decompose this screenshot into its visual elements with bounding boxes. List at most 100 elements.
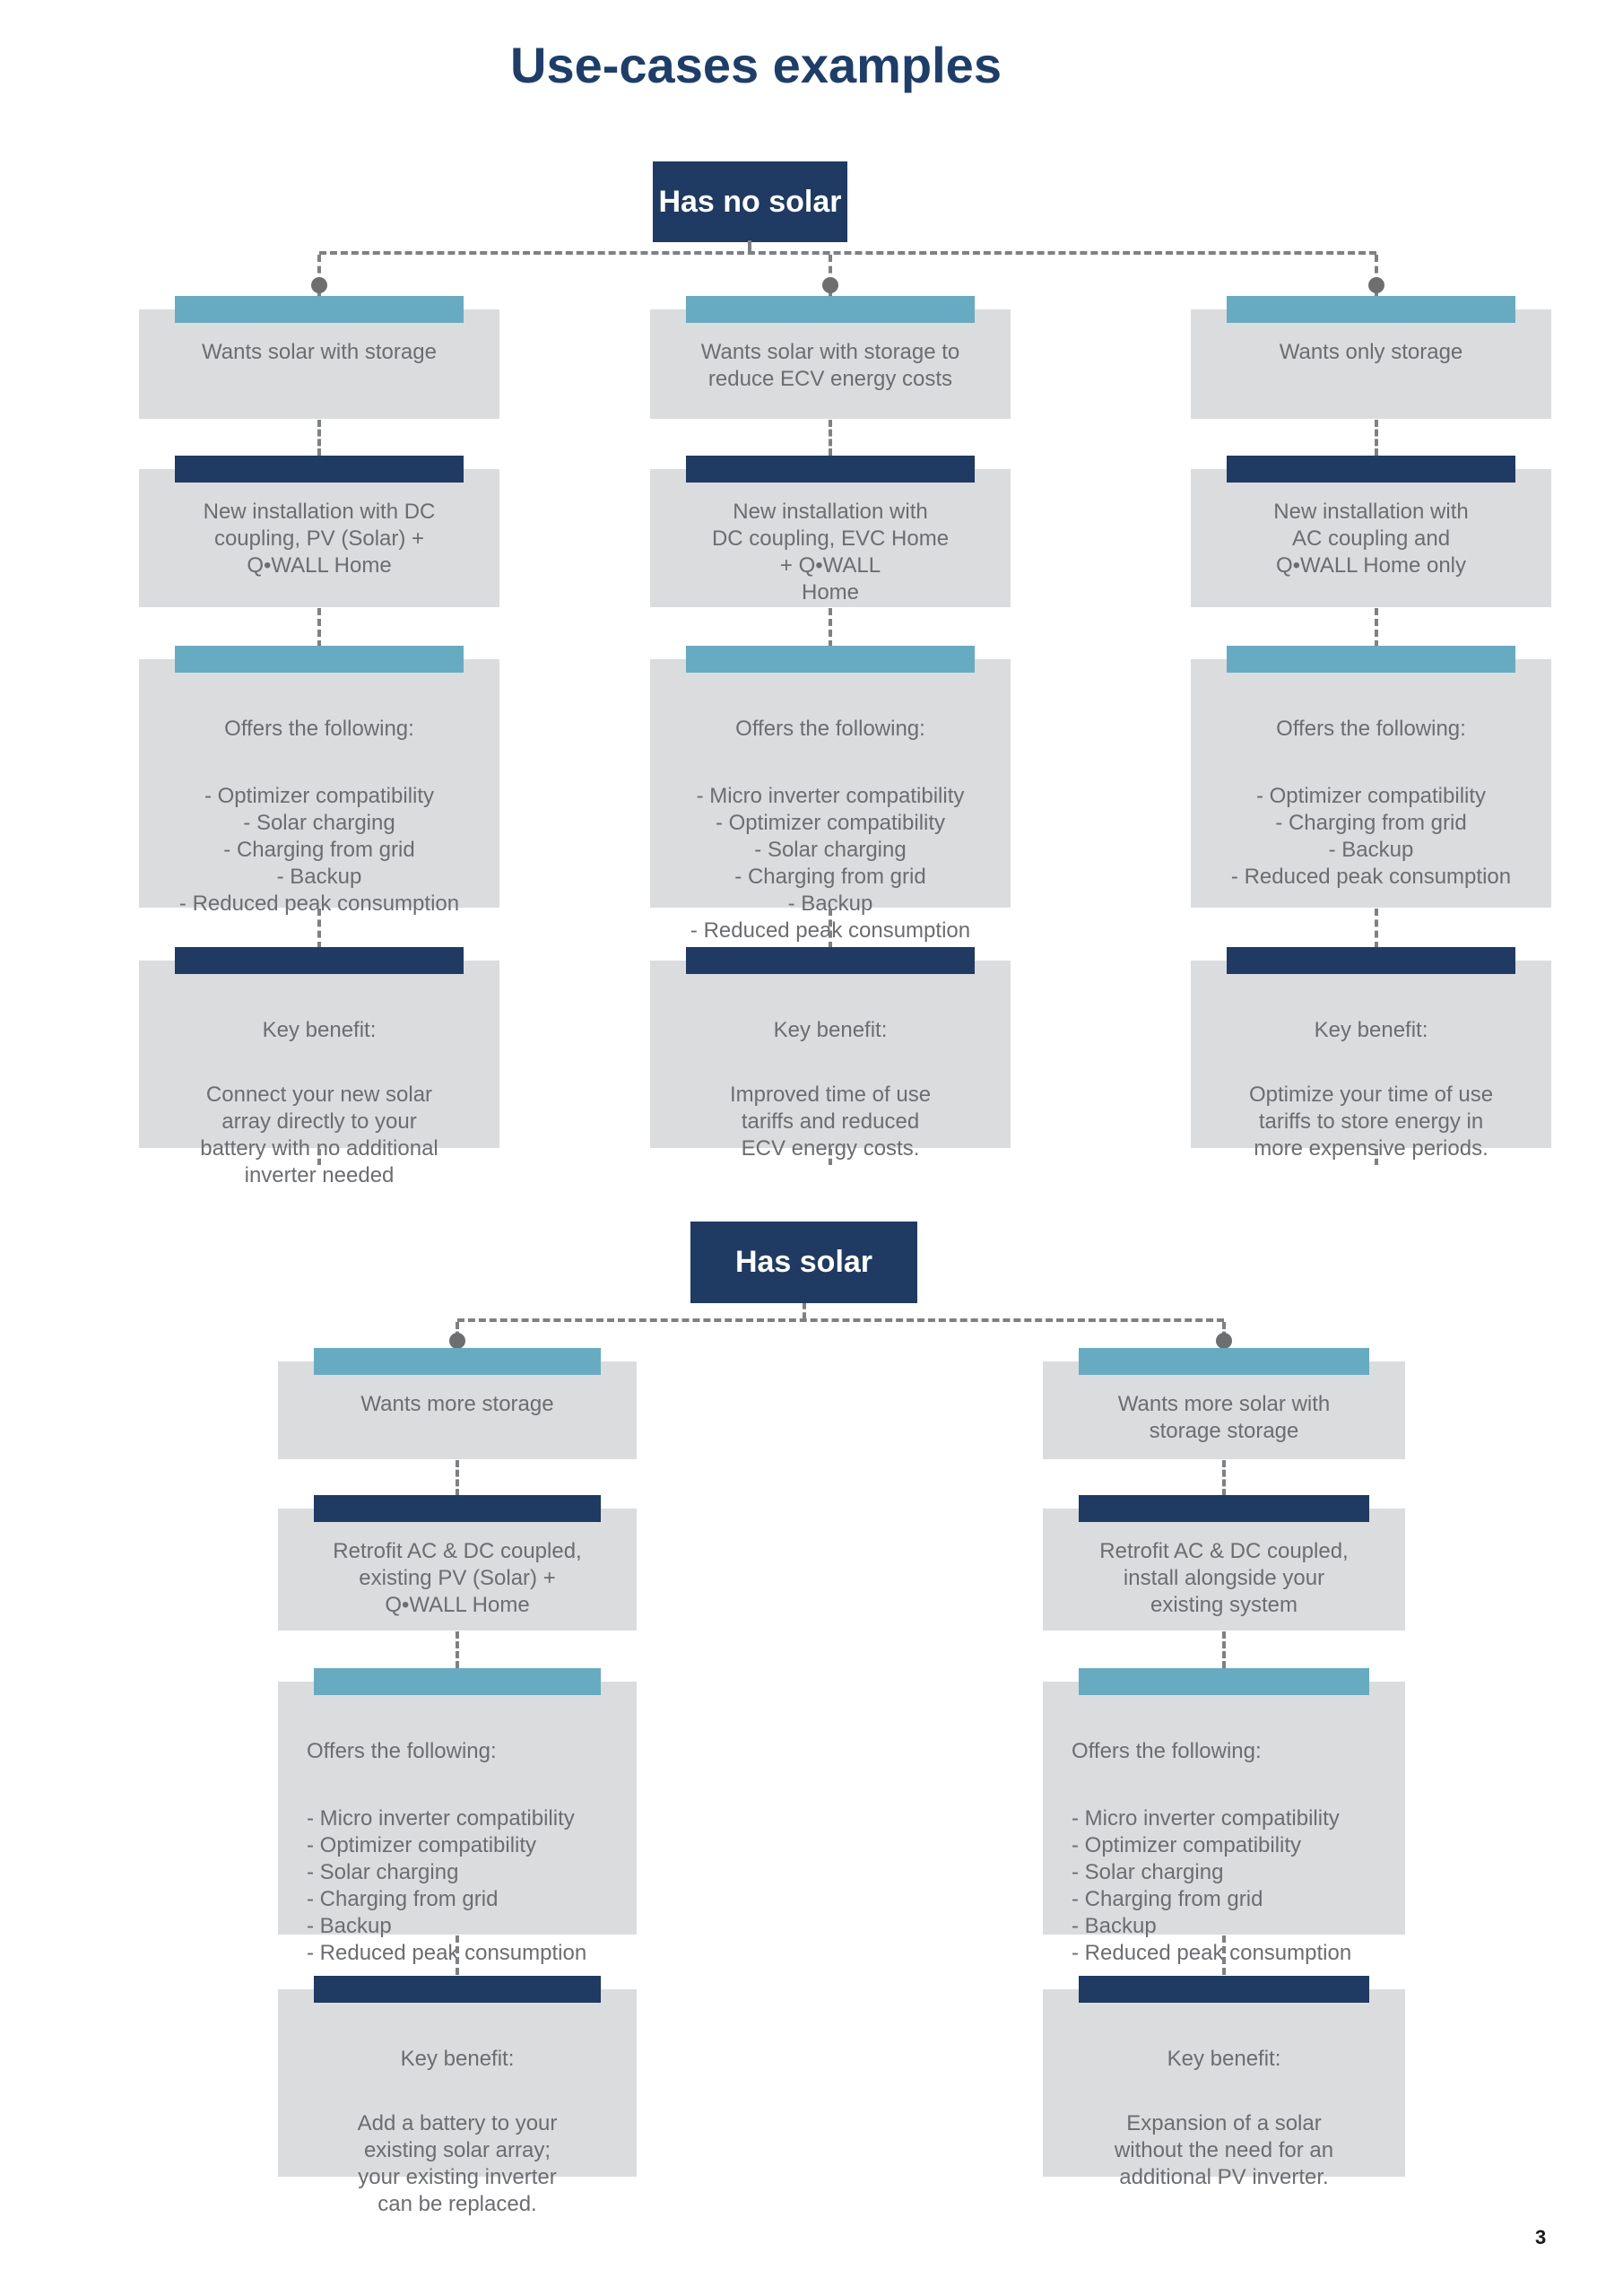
connector-line bbox=[829, 608, 832, 648]
connector-line bbox=[317, 909, 321, 949]
key-benefit-heading: Key benefit: bbox=[1167, 2047, 1281, 2071]
box-want: Wants more storage bbox=[278, 1348, 637, 1459]
box-tab bbox=[1227, 947, 1515, 974]
connector-dot bbox=[311, 277, 327, 293]
offer-item: - Solar charging bbox=[243, 811, 395, 835]
connector-line bbox=[1222, 1935, 1226, 1975]
connector-line bbox=[319, 251, 1376, 255]
page-number: 3 bbox=[1535, 2226, 1547, 2248]
section-header-has-solar: Has solar bbox=[690, 1222, 917, 1303]
box-tab bbox=[314, 1348, 601, 1375]
offer-item: - Optimizer compatibility bbox=[1072, 1833, 1302, 1857]
box-tab bbox=[686, 646, 975, 673]
box-installation: New installation with DC coupling, EVC H… bbox=[650, 456, 1011, 607]
box-text: Retrofit AC & DC coupled, install alongs… bbox=[1099, 1539, 1349, 1617]
offer-item: - Solar charging bbox=[754, 838, 907, 862]
box-tab bbox=[1227, 296, 1515, 323]
box-tab bbox=[1079, 1495, 1369, 1522]
connector-dot bbox=[1368, 277, 1384, 293]
offer-item: - Charging from grid bbox=[223, 838, 415, 862]
box-tab bbox=[175, 456, 464, 483]
box-tab bbox=[1079, 1668, 1369, 1695]
box-text: Wants only storage bbox=[1279, 340, 1463, 364]
connector-line bbox=[1375, 1149, 1378, 1165]
box-tab bbox=[314, 1668, 601, 1695]
box-tab bbox=[175, 296, 464, 323]
connector-line bbox=[829, 1149, 832, 1165]
offer-item: - Reduced peak consumption bbox=[307, 1941, 587, 1965]
box-want: Wants only storage bbox=[1191, 296, 1551, 419]
box-installation: Retrofit AC & DC coupled, existing PV (S… bbox=[278, 1495, 637, 1631]
offer-item: - Charging from grid bbox=[734, 865, 926, 889]
offers-heading: Offers the following: bbox=[307, 1739, 497, 1763]
key-benefit-text: Improved time of use tariffs and reduced… bbox=[729, 1083, 932, 1161]
box-text: Wants more storage bbox=[360, 1392, 554, 1416]
box-offers: Offers the following: - Micro inverter c… bbox=[278, 1668, 637, 1965]
offer-item: - Backup bbox=[307, 1914, 392, 1938]
box-tab bbox=[686, 456, 975, 483]
box-offers: Offers the following: - Micro inverter c… bbox=[1043, 1668, 1405, 1965]
connector-dot bbox=[1216, 1333, 1232, 1349]
connector-line bbox=[456, 1935, 459, 1975]
key-benefit-text: Add a battery to your existing solar arr… bbox=[357, 2111, 558, 2216]
box-tab bbox=[175, 646, 464, 673]
box-tab bbox=[1227, 646, 1515, 673]
offers-heading: Offers the following: bbox=[1276, 717, 1466, 741]
connector-line bbox=[456, 1460, 459, 1496]
box-text: New installation with AC coupling and Q•… bbox=[1273, 500, 1469, 578]
offers-heading: Offers the following: bbox=[1072, 1739, 1262, 1763]
offer-item: - Backup bbox=[787, 891, 873, 916]
connector-line bbox=[1375, 420, 1378, 456]
box-tab bbox=[686, 947, 975, 974]
connector-line bbox=[1375, 255, 1378, 296]
key-benefit-heading: Key benefit: bbox=[262, 1018, 377, 1042]
box-key-benefit: Key benefit: Optimize your time of use t… bbox=[1191, 947, 1551, 1161]
box-key-benefit: Key benefit: Add a battery to your exist… bbox=[278, 1976, 637, 2216]
box-text: Wants solar with storage bbox=[202, 340, 437, 364]
offers-heading: Offers the following: bbox=[735, 717, 925, 741]
box-key-benefit: Key benefit: Connect your new solar arra… bbox=[139, 947, 499, 1187]
connector-line bbox=[1375, 909, 1378, 949]
connector-line bbox=[1375, 608, 1378, 648]
key-benefit-heading: Key benefit: bbox=[1314, 1018, 1428, 1042]
connector-line bbox=[457, 1318, 1224, 1322]
connector-dot bbox=[822, 277, 838, 293]
offers-list: - Optimizer compatibility- Charging from… bbox=[1191, 783, 1551, 891]
key-benefit-text: Expansion of a solar without the need fo… bbox=[1114, 2111, 1334, 2189]
box-text: Wants more solar with storage storage bbox=[1117, 1392, 1331, 1443]
offer-item: - Optimizer compatibility bbox=[204, 784, 435, 808]
offer-item: - Micro inverter compatibility bbox=[1072, 1806, 1340, 1831]
box-text: New installation with DC coupling, EVC H… bbox=[711, 500, 950, 604]
connector-line bbox=[829, 909, 832, 949]
section-header-has-no-solar: Has no solar bbox=[653, 161, 847, 242]
connector-line bbox=[317, 1149, 321, 1165]
offer-item: - Reduced peak consumption bbox=[690, 918, 971, 943]
key-benefit-text: Optimize your time of use tariffs to sto… bbox=[1248, 1083, 1494, 1161]
offer-item: - Reduced peak consumption bbox=[178, 891, 460, 916]
box-tab bbox=[1079, 1348, 1369, 1375]
offer-item: - Reduced peak consumption bbox=[1230, 865, 1512, 889]
box-text: Wants solar with storage to reduce ECV e… bbox=[700, 340, 960, 391]
offer-item: - Charging from grid bbox=[1275, 811, 1467, 835]
connector-line bbox=[317, 255, 321, 296]
connector-line bbox=[317, 420, 321, 456]
offer-item: - Solar charging bbox=[1072, 1860, 1224, 1884]
offer-item: - Optimizer compatibility bbox=[715, 811, 946, 835]
box-offers: Offers the following: - Optimizer compat… bbox=[139, 646, 499, 916]
box-tab bbox=[314, 1495, 601, 1522]
connector-line bbox=[1222, 1460, 1226, 1496]
offer-item: - Charging from grid bbox=[307, 1887, 499, 1911]
box-installation: New installation with DC coupling, PV (S… bbox=[139, 456, 499, 607]
connector-line bbox=[829, 420, 832, 456]
connector-line bbox=[456, 1631, 459, 1668]
offer-item: - Micro inverter compatibility bbox=[307, 1806, 575, 1831]
box-want: Wants solar with storage to reduce ECV e… bbox=[650, 296, 1011, 419]
offer-item: - Optimizer compatibility bbox=[307, 1833, 537, 1857]
offer-item: - Backup bbox=[276, 865, 362, 889]
connector-line bbox=[748, 240, 751, 255]
box-tab bbox=[1079, 1976, 1369, 2003]
box-installation: Retrofit AC & DC coupled, install alongs… bbox=[1043, 1495, 1405, 1631]
box-key-benefit: Key benefit: Improved time of use tariff… bbox=[650, 947, 1011, 1161]
connector-line bbox=[1222, 1631, 1226, 1668]
